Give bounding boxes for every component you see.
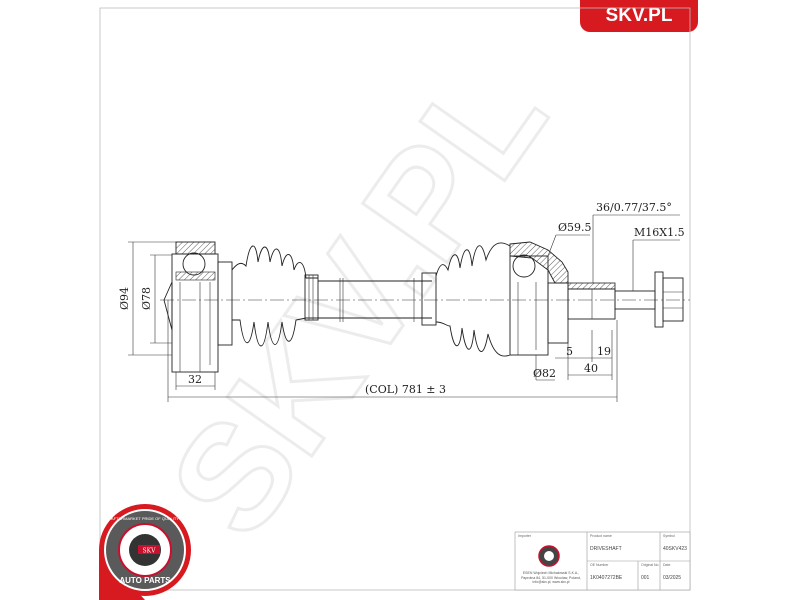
oe-number-value: 1K0407272BE <box>590 575 623 581</box>
stub-shaft <box>567 282 656 320</box>
dim-40: 40 <box>584 362 598 375</box>
symbol-label: Symbol <box>663 534 675 538</box>
dim-diameter-82: Ø82 <box>533 367 556 380</box>
dim-19: 19 <box>597 345 611 358</box>
dim-spline: 36/0.77/37.5° <box>596 201 672 214</box>
brand-logo-skv-pl: SKV.PL <box>580 0 698 32</box>
right-joint <box>509 241 569 356</box>
right-boot <box>421 242 511 357</box>
dim-thread: M16X1.5 <box>634 226 685 239</box>
importer-label: Importer <box>518 534 532 538</box>
shaft <box>318 278 432 322</box>
left-boot <box>231 245 319 347</box>
date-value: 03/2025 <box>663 575 681 581</box>
dim-32: 32 <box>188 373 202 386</box>
drawing-frame <box>99 7 691 591</box>
watermark: SKV.PL <box>137 36 577 565</box>
importer-address: ESEN Wojciech Michalowski S.K.A., Paprot… <box>521 571 581 584</box>
date-label: Date <box>663 563 670 567</box>
original-no-value: 001 <box>641 575 650 581</box>
seal-bottom-text: AUTO PARTS <box>119 576 171 585</box>
product-name-value: DRIVESHAFT <box>590 546 622 552</box>
dim-diameter-94: Ø94 <box>118 287 131 310</box>
oe-number-label: OE Number <box>590 563 609 567</box>
seal-top-text: AFTERMARKET PRIDE OF QUALITY <box>111 516 179 521</box>
skv-seal: SKV AUTO PARTS AFTERMARKET PRIDE OF QUAL… <box>99 504 191 600</box>
seal-center-text: SKV <box>143 548 157 555</box>
dimension-lines <box>128 214 680 402</box>
dim-diameter-59-5: Ø59.5 <box>558 221 592 234</box>
original-no-label: Original No. <box>641 563 660 567</box>
dim-5: 5 <box>566 345 573 358</box>
dim-overall-length: (COL) 781 ± 3 <box>365 383 446 396</box>
product-name-label: Product name <box>590 534 612 538</box>
left-joint <box>163 241 233 373</box>
dim-diameter-78: Ø78 <box>140 287 153 310</box>
symbol-value: 40SKV423 <box>663 546 687 552</box>
title-block: Importer ESEN Wojciech Michalowski S.K.A… <box>514 531 691 591</box>
hex-nut <box>654 271 684 328</box>
